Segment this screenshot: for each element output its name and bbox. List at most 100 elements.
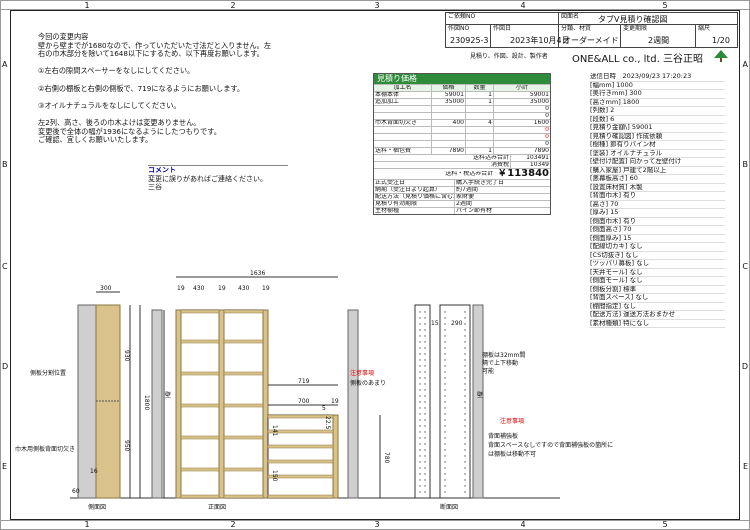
- pin-hole: [419, 407, 421, 409]
- scale-value: 1/20: [712, 36, 730, 45]
- inner-border: [10, 10, 740, 520]
- total-row: 送料・税込み合計 ￥113840: [374, 168, 550, 179]
- pin-hole: [419, 317, 421, 319]
- period-label: 変更期限: [623, 25, 648, 32]
- pin-hole: [464, 359, 466, 361]
- shelf-note: 隔で上下移動: [482, 360, 519, 367]
- pin-hole: [444, 401, 446, 403]
- pin-hole: [424, 395, 426, 397]
- cell: 購入手続き完了日: [454, 180, 550, 186]
- pin-hole: [444, 425, 446, 427]
- notes-heading: 今回の変更内容: [38, 32, 89, 41]
- shelf-board: [267, 429, 334, 434]
- pin-hole: [424, 335, 426, 337]
- dim-60: 60: [72, 488, 80, 495]
- order-no: 230925-3: [450, 36, 489, 45]
- date: 2023年10月4日: [510, 36, 570, 45]
- pin-hole: [424, 485, 426, 487]
- caution-1-text: 側板のあまり: [350, 380, 387, 387]
- front-view-label: 正面図: [208, 504, 227, 511]
- pin-hole: [444, 335, 446, 337]
- pin-hole: [424, 341, 426, 343]
- front-left-wall: [151, 309, 163, 499]
- low-side-panel: [332, 414, 339, 499]
- pin-hole: [444, 467, 446, 469]
- divider: [558, 12, 559, 48]
- class-value: オーダーメイド: [563, 36, 619, 45]
- pin-hole: [419, 479, 421, 481]
- cell: 巾木背面切欠き: [375, 120, 418, 126]
- tax-value: 10349: [510, 162, 550, 168]
- pin-hole: [424, 383, 426, 385]
- notes-line: ご確認、宜しくお願いいたします。: [38, 135, 153, 145]
- pin-hole: [419, 449, 421, 451]
- caution-2-text: 背面補強板: [488, 433, 519, 440]
- cell: 0: [493, 127, 550, 133]
- comment-sign: 三谷: [148, 183, 162, 191]
- pin-hole: [444, 383, 446, 385]
- pin-hole: [419, 419, 421, 421]
- pin-hole: [424, 353, 426, 355]
- cell: [465, 141, 493, 147]
- pin-hole: [464, 371, 466, 373]
- pin-hole: [464, 431, 466, 433]
- front-right-wall: [347, 309, 359, 499]
- dim-930: 930: [123, 350, 130, 362]
- cell: 0: [493, 106, 550, 112]
- dim-780: 780: [383, 452, 390, 464]
- spec-item: [厚み] 15: [590, 209, 725, 218]
- tax-in-value: 103491: [510, 155, 550, 161]
- drawing-title: タブV見積り確認図: [598, 15, 668, 24]
- column-label: 2: [230, 1, 236, 10]
- spec-item: 送信日時 2023/09/23 17:20:23: [590, 73, 725, 82]
- shelf-board: [267, 414, 334, 419]
- cell: 59001: [431, 92, 465, 98]
- pin-hole: [424, 479, 426, 481]
- date-label: 作図日: [493, 25, 512, 32]
- row-label: B: [742, 160, 749, 169]
- shelf-board: [180, 309, 220, 314]
- pin-hole: [424, 377, 426, 379]
- total-value: ￥113840: [497, 169, 549, 179]
- section-left: [414, 304, 431, 499]
- dim-22-5: 22.5: [324, 416, 331, 430]
- left-side-panel: [175, 309, 182, 499]
- row-label: D: [741, 362, 748, 371]
- dim-15: 15: [431, 320, 439, 327]
- wall-label: 壁: [477, 392, 484, 399]
- pin-hole: [424, 491, 426, 493]
- pin-hole: [464, 377, 466, 379]
- cell: 400: [431, 120, 465, 126]
- notes-line: ①左右の隙間スペーサーをなしにしてください。: [38, 66, 195, 76]
- dim-141: 141: [271, 425, 278, 437]
- dim-700: 700: [298, 398, 310, 405]
- extra-row: 納期（受注日より起算）約7週間: [374, 186, 550, 193]
- pin-hole: [464, 341, 466, 343]
- pin-hole: [464, 473, 466, 475]
- spec-item: [設置床材質] 木製: [590, 184, 725, 192]
- dim-5: 5: [322, 405, 326, 412]
- dim-150: 150: [271, 470, 278, 482]
- pin-hole: [464, 419, 466, 421]
- cell: [431, 113, 465, 119]
- section-wall: [472, 304, 484, 499]
- column-label: 3: [374, 1, 380, 10]
- row-label: C: [2, 262, 8, 271]
- notes-line: 左2列、高さ、後ろの巾木よけは変更ありません。: [38, 117, 201, 127]
- dim-total: 1636: [250, 270, 266, 277]
- extra-row: 配送方法（見積り価格に含む）家財便: [374, 193, 550, 200]
- pin-hole: [444, 353, 446, 355]
- row-label: B: [2, 160, 8, 169]
- pin-hole: [419, 491, 421, 493]
- cell: 4: [465, 120, 493, 126]
- dim-19: 19: [218, 285, 226, 292]
- shelf-board: [180, 494, 220, 499]
- pin-hole: [419, 335, 421, 337]
- notes-line: 壁から壁までが1680なので、作っていただいた寸法だと入りません。左: [38, 40, 272, 50]
- row-label: E: [742, 462, 748, 471]
- pin-hole: [444, 317, 446, 319]
- period-value: 2週間: [648, 36, 670, 45]
- pin-hole: [419, 455, 421, 457]
- notes-line: ③オイルナチュラルをなしにしてください。: [38, 100, 181, 110]
